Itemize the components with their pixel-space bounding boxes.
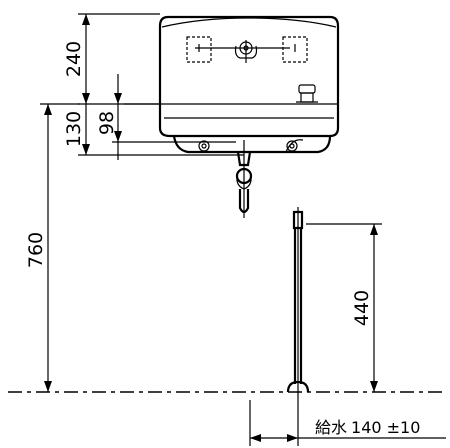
dim-760: 760 xyxy=(25,103,80,392)
supply-note-prefix: 給水 xyxy=(315,418,347,437)
dim-98-label: 98 xyxy=(96,111,118,135)
outlet-spout xyxy=(235,140,253,218)
tank-lid-line xyxy=(161,17,337,28)
mount-bracket-left xyxy=(186,36,212,63)
dim-240-label: 240 xyxy=(63,41,85,77)
mount-bracket-right xyxy=(282,36,308,63)
dim-760-label: 760 xyxy=(25,232,47,268)
dim-98: 98 xyxy=(96,74,236,160)
supply-note-value: 140 ±10 xyxy=(351,418,420,437)
push-button-icon xyxy=(296,84,318,103)
pipe-base xyxy=(286,380,310,393)
water-tank xyxy=(158,15,340,154)
foot-right xyxy=(286,140,298,152)
dim-440-label: 440 xyxy=(351,290,373,326)
dim-240: 240 xyxy=(63,13,160,105)
dim-440: 440 xyxy=(306,223,382,392)
dim-130-label: 130 xyxy=(63,111,85,147)
tank-base xyxy=(172,135,332,154)
dim-130: 130 xyxy=(63,104,244,156)
supply-pipe xyxy=(286,207,310,404)
foot-left xyxy=(198,140,210,152)
